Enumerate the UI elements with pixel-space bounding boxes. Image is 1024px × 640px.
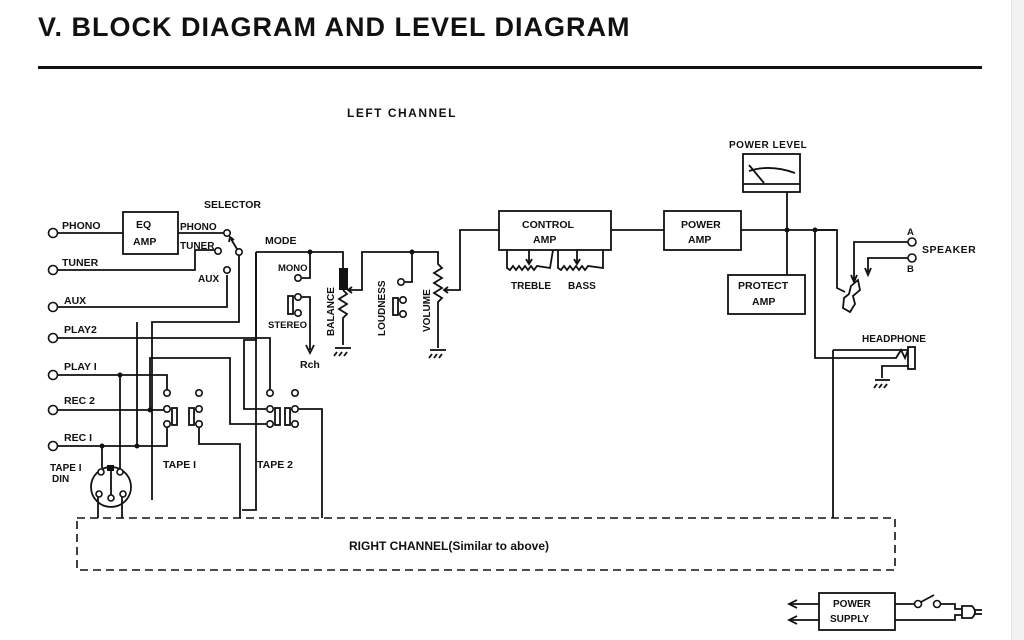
rec1-label: REC I bbox=[64, 432, 92, 444]
eq-amp-label-1: EQ bbox=[136, 219, 151, 231]
selector-aux-label: AUX bbox=[198, 274, 219, 285]
title-divider bbox=[38, 66, 982, 69]
rec2-label: REC 2 bbox=[64, 395, 95, 407]
phono-label: PHONO bbox=[62, 220, 101, 232]
aux-terminal-icon bbox=[47, 301, 59, 313]
power-supply-label-2: SUPPLY bbox=[830, 614, 869, 625]
tape2-switch: TAPE 2 bbox=[257, 388, 323, 518]
speaker-b-label: B bbox=[907, 264, 914, 275]
control-amp-label-2: AMP bbox=[533, 234, 556, 246]
tuner-terminal-icon bbox=[47, 264, 59, 276]
bass-label: BASS bbox=[568, 281, 596, 292]
eq-amp-label-2: AMP bbox=[133, 236, 156, 248]
scrollbar[interactable] bbox=[1011, 0, 1024, 640]
balance-label: BALANCE bbox=[326, 287, 337, 336]
tape2-label: TAPE 2 bbox=[257, 459, 293, 471]
control-amp-block: CONTROL AMP bbox=[498, 210, 612, 251]
tape1-din-label-1: TAPE I bbox=[50, 463, 82, 474]
headphone-jack: HEADPHONE bbox=[814, 230, 926, 518]
treble-control: TREBLE bbox=[506, 249, 554, 292]
mode-switch: MODE MONO STEREO Rch bbox=[242, 235, 320, 511]
mono-label: MONO bbox=[278, 263, 308, 274]
speaker-a-terminal-icon bbox=[907, 237, 917, 247]
meter-needle-icon bbox=[748, 164, 765, 184]
selector-label: SELECTOR bbox=[204, 199, 261, 211]
tape1-din-label-2: DIN bbox=[52, 474, 69, 485]
headphone-label: HEADPHONE bbox=[862, 334, 926, 345]
power-supply-block: POWER SUPPLY bbox=[786, 592, 982, 631]
rec1-terminal-icon bbox=[47, 440, 59, 452]
rec2-terminal-icon bbox=[47, 404, 59, 416]
play1-label: PLAY I bbox=[64, 361, 97, 373]
right-channel-label: RIGHT CHANNEL(Similar to above) bbox=[349, 539, 549, 553]
loudness-switch: LOUDNESS bbox=[377, 249, 415, 336]
speaker-label: SPEAKER bbox=[922, 244, 976, 256]
mode-label: MODE bbox=[265, 235, 297, 247]
loudness-label: LOUDNESS bbox=[377, 280, 388, 336]
tape1-label: TAPE I bbox=[163, 459, 196, 471]
page-title: V. BLOCK DIAGRAM AND LEVEL DIAGRAM bbox=[38, 12, 631, 42]
input-aux: AUX bbox=[47, 275, 228, 313]
control-amp-label-1: CONTROL bbox=[522, 219, 574, 231]
play2-terminal-icon bbox=[47, 332, 59, 344]
input-rec1: REC I bbox=[47, 425, 168, 452]
play2-label: PLAY2 bbox=[64, 324, 97, 336]
balance-control: BALANCE bbox=[326, 251, 398, 357]
ground-icon bbox=[333, 347, 351, 357]
input-rec2: REC 2 bbox=[47, 395, 165, 416]
eq-amp-block: EQ AMP bbox=[122, 211, 179, 255]
selector-tuner-label: TUNER bbox=[180, 241, 215, 252]
power-supply-label-1: POWER bbox=[833, 599, 872, 610]
protect-amp-label-1: PROTECT bbox=[738, 280, 789, 292]
rch-label: Rch bbox=[300, 359, 320, 371]
play1-terminal-icon bbox=[47, 369, 59, 381]
power-amp-label-1: POWER bbox=[681, 219, 721, 231]
protect-amp-label-2: AMP bbox=[752, 296, 775, 308]
power-switch-icon bbox=[920, 594, 935, 603]
stereo-label: STEREO bbox=[268, 320, 307, 331]
power-amp-block: POWER AMP bbox=[663, 210, 742, 251]
bass-control: BASS bbox=[557, 250, 604, 292]
ground-icon bbox=[428, 349, 446, 359]
treble-label: TREBLE bbox=[511, 281, 551, 292]
power-level-meter: POWER LEVEL bbox=[729, 140, 807, 275]
ac-plug-icon bbox=[961, 605, 976, 619]
power-amp-label-2: AMP bbox=[688, 234, 711, 246]
tape1-switch: TAPE I bbox=[163, 388, 241, 518]
headphone-jack-icon bbox=[907, 346, 916, 370]
selector-phono-label: PHONO bbox=[180, 222, 217, 233]
protect-amp-block: PROTECT AMP bbox=[727, 274, 806, 315]
speaker-b-terminal-icon bbox=[907, 253, 917, 263]
input-tuner: TUNER bbox=[47, 249, 215, 276]
speaker-selector: A B SPEAKER bbox=[812, 227, 976, 314]
input-play1: PLAY I bbox=[47, 361, 168, 390]
aux-label: AUX bbox=[64, 295, 86, 307]
volume-label: VOLUME bbox=[422, 289, 433, 332]
tuner-label: TUNER bbox=[62, 257, 99, 269]
volume-control: VOLUME bbox=[412, 229, 500, 359]
input-play2: PLAY2 bbox=[47, 324, 271, 390]
ground-icon bbox=[873, 379, 890, 389]
right-channel-block: RIGHT CHANNEL(Similar to above) bbox=[76, 517, 896, 571]
tape1-din-connector: TAPE I DIN bbox=[50, 463, 132, 518]
input-phono: PHONO bbox=[47, 220, 123, 239]
selector-common-icon bbox=[235, 248, 244, 257]
speaker-a-label: A bbox=[907, 227, 914, 238]
speaker-switch-icon bbox=[842, 278, 861, 314]
power-level-label: POWER LEVEL bbox=[729, 140, 807, 151]
phono-terminal-icon bbox=[47, 227, 59, 239]
left-channel-label: LEFT CHANNEL bbox=[347, 106, 457, 120]
